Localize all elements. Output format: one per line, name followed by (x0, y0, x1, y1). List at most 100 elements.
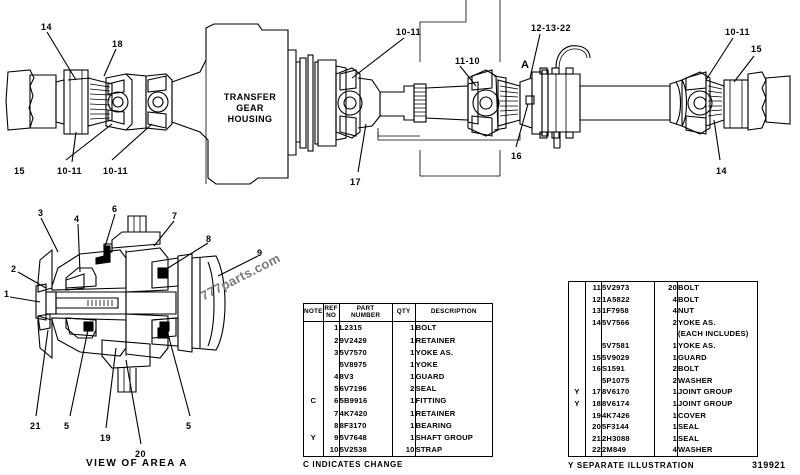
cell-description: COVER (678, 410, 707, 420)
cell-ref-no: 10 (323, 443, 340, 456)
cell-qty: 20 (654, 282, 678, 294)
cell-note (569, 351, 586, 364)
footnote-separate-illustration: Y SEPARATE ILLUSTRATION (568, 461, 695, 470)
cell-note: Y (569, 386, 586, 398)
cell-qty: 1 (392, 321, 416, 335)
cell-qty: 2 (392, 382, 416, 396)
retainer-2 (37, 248, 53, 360)
cell-note (304, 419, 324, 432)
cell-qty: 1 (392, 334, 416, 347)
cell-qty: 4 (654, 305, 678, 317)
leader-lines-section (9, 213, 259, 445)
cell-note (569, 432, 586, 445)
callout-1-7: 1 (4, 289, 10, 299)
cell-ref-no: 17 (585, 386, 602, 398)
cell-description: SEAL (678, 422, 700, 432)
seal-5-lower-left (65, 317, 97, 337)
cell-description: RETAINER (415, 335, 456, 345)
cell-ref-no: 1 (323, 321, 340, 335)
footnote-indicates-change: C INDICATES CHANGE (303, 460, 404, 469)
callout-6-2: 6 (112, 204, 118, 214)
cell-qty: 10 (392, 443, 416, 456)
cell-ref-no (585, 374, 602, 387)
callout-15-6: 15 (14, 166, 26, 176)
cell-ref-no: 11 (585, 282, 602, 294)
cell-part-number: 6V7196 (339, 382, 393, 396)
shaft-group-9 (177, 253, 226, 353)
cell-description: STRAP (415, 445, 443, 455)
callout-14-12: 14 (716, 166, 728, 176)
cell-note (569, 363, 586, 375)
callout-20-11: 20 (135, 449, 147, 459)
callout-7-3: 7 (172, 211, 178, 221)
cell-ref-no: 8 (323, 419, 340, 432)
cell-description: BEARING (415, 420, 452, 430)
cell-ref-no: 13 (585, 305, 602, 317)
cell-ref-no (585, 328, 602, 340)
cell-description: BOLT (678, 283, 699, 292)
cell-note (304, 443, 324, 456)
cell-ref-no: 9 (323, 431, 340, 444)
cell-qty (654, 328, 678, 340)
cell-part-number: 8F3170 (339, 419, 393, 432)
universal-joint-left (67, 73, 147, 131)
cell-qty: 1 (392, 346, 416, 359)
cell-description: GUARD (678, 352, 707, 362)
cell-part-number: 5F3144 (601, 421, 655, 433)
cell-part-number: L2315 (339, 321, 393, 335)
cell-qty: 2 (654, 374, 678, 387)
cell-part-number: 1F7958 (601, 305, 655, 317)
cell-description: YOKE AS. (678, 317, 716, 327)
cell-part-number: 5V7648 (339, 431, 393, 444)
cell-ref-no: 15 (585, 351, 602, 364)
cell-description: GUARD (415, 372, 445, 382)
cell-ref-no: 14 (585, 316, 602, 329)
table-row[interactable]: (EACH INCLUDES) (569, 328, 757, 340)
cell-qty: 1 (654, 409, 678, 422)
cell-note (569, 374, 586, 387)
cell-ref-no: 4 (323, 370, 340, 383)
cell-note (569, 409, 586, 422)
cell-part-number: 9V2429 (339, 334, 393, 347)
callout-18-1: 18 (112, 39, 124, 49)
cell-ref-no: 18 (585, 397, 602, 410)
callout-3-0: 3 (38, 208, 44, 218)
cell-note: Y (569, 397, 586, 410)
fitting-6 (95, 243, 113, 265)
cell-ref-no: 12 (585, 293, 602, 306)
cell-note (569, 328, 586, 340)
cell-part-number (601, 328, 655, 340)
col-header-qty: QTY (392, 304, 416, 322)
cell-part-number: 5B9916 (339, 395, 393, 408)
cell-part-number: 4K7426 (601, 409, 655, 422)
